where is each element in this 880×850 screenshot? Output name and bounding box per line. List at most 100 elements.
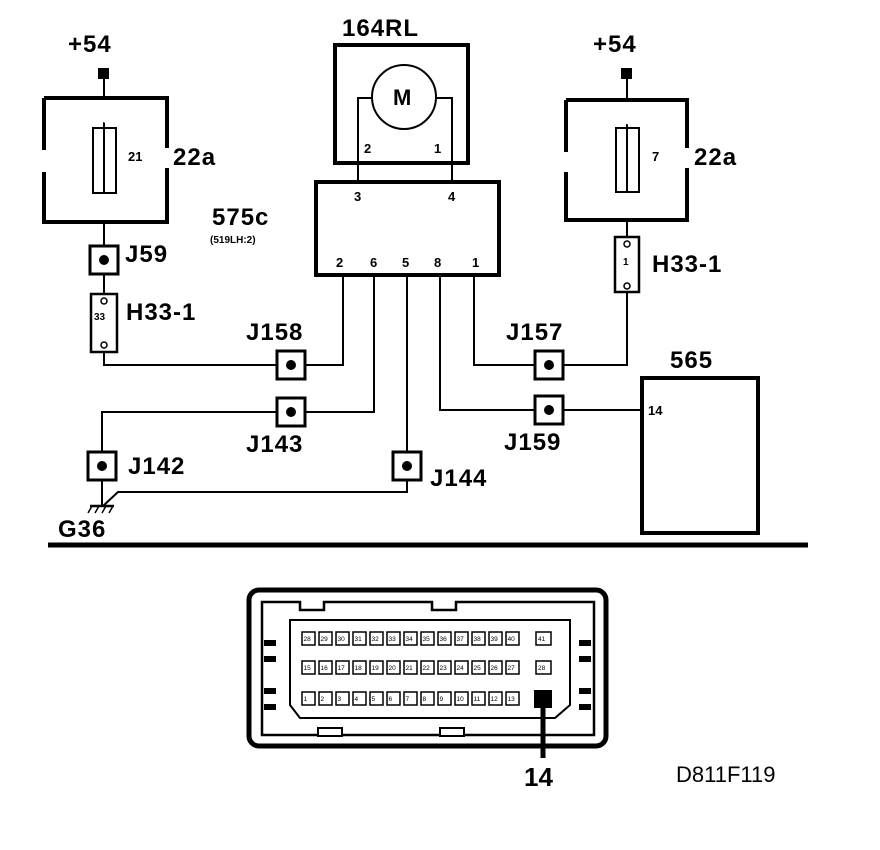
splice-j142-label: J142 bbox=[128, 453, 185, 480]
wire-pin2-j158 bbox=[305, 275, 344, 366]
connector-pin-cavity bbox=[335, 631, 350, 646]
fuse-right-number: 7 bbox=[652, 149, 659, 164]
connector-pin-cavity bbox=[535, 631, 552, 646]
connector-pin-label: 8 bbox=[423, 696, 427, 703]
ground-g36: G36 bbox=[58, 480, 114, 543]
connector-pin-cavity bbox=[420, 691, 435, 706]
wire-h33-j158 bbox=[103, 352, 277, 366]
connector-pin-label: 24 bbox=[457, 665, 465, 672]
motor-164rl-label: 164RL bbox=[342, 15, 419, 42]
control-unit-label: 575c bbox=[212, 204, 269, 231]
connector-pin-label: 28 bbox=[538, 665, 546, 672]
connector-pin-cavity bbox=[454, 631, 469, 646]
connector-pin-cavity bbox=[386, 691, 401, 706]
connector-pin-14-highlight bbox=[534, 690, 552, 708]
connector-pin-cavity bbox=[488, 631, 503, 646]
connector-pin-label: 26 bbox=[491, 665, 499, 672]
connector-pin-field bbox=[289, 619, 571, 719]
fuse-box-right-label: 22a bbox=[694, 144, 737, 171]
connector-pin-label: 10 bbox=[457, 696, 465, 703]
connector-pin-cavity bbox=[471, 631, 486, 646]
connector-inner-outline bbox=[260, 600, 596, 737]
connector-pin-cavity bbox=[318, 631, 333, 646]
connector-pin-label: 40 bbox=[508, 636, 516, 643]
supply-terminal-left bbox=[98, 68, 109, 79]
motor-pin-2: 2 bbox=[364, 141, 371, 156]
connector-pin-label: 34 bbox=[406, 636, 414, 643]
splice-j143 bbox=[275, 396, 307, 428]
connector-pin-label: 30 bbox=[338, 636, 346, 643]
splice-j157-label: J157 bbox=[506, 319, 563, 346]
connector-pin-label: 37 bbox=[457, 636, 465, 643]
connector-pin-label: 23 bbox=[440, 665, 448, 672]
module-565-box bbox=[640, 376, 760, 535]
connector-pin-label: 27 bbox=[508, 665, 516, 672]
connector-pin-cavity bbox=[318, 691, 333, 706]
connector-pin-cavity bbox=[420, 631, 435, 646]
ecu-pin-label: 6 bbox=[370, 255, 377, 270]
splice-j157 bbox=[533, 349, 565, 381]
connector-pin-label: 3 bbox=[338, 696, 342, 703]
connector-pin-cavity bbox=[505, 660, 520, 675]
connector-pin-cavity bbox=[318, 660, 333, 675]
connector-pin-label: 9 bbox=[440, 696, 444, 703]
connector-pin-label: 28 bbox=[304, 636, 312, 643]
connector-pin-label: 31 bbox=[355, 636, 363, 643]
motor-wire-1 bbox=[436, 97, 453, 182]
module-565-label: 565 bbox=[670, 347, 713, 374]
ecu-wiring bbox=[101, 275, 642, 507]
supply-terminal-right bbox=[621, 68, 632, 79]
connector-pin-label: 6 bbox=[389, 696, 393, 703]
connector-pin-cavity bbox=[454, 691, 469, 706]
connector-pin-label: 41 bbox=[538, 636, 546, 643]
connector-pin-cavity bbox=[352, 631, 367, 646]
splice-j158-label: J158 bbox=[246, 319, 303, 346]
connector-pin-label: 32 bbox=[372, 636, 380, 643]
wire-j143-j142 bbox=[101, 411, 277, 452]
ecu-pin-label: 8 bbox=[434, 255, 441, 270]
connector-pin-label: 15 bbox=[304, 665, 312, 672]
connector-pin-label: 7 bbox=[406, 696, 410, 703]
ecu-pin-3: 3 bbox=[354, 189, 361, 204]
connector-h33-left-label: H33-1 bbox=[126, 299, 196, 326]
splice-j143-label: J143 bbox=[246, 431, 303, 458]
ecu-pin-label: 5 bbox=[402, 255, 409, 270]
connector-pin-cavity bbox=[386, 631, 401, 646]
connector-pin-label: 12 bbox=[491, 696, 499, 703]
wire-pin6-j143 bbox=[305, 275, 375, 413]
connector-pin-label: 20 bbox=[389, 665, 397, 672]
connector-pin-cavity bbox=[471, 691, 486, 706]
connector-pin-label: 33 bbox=[389, 636, 397, 643]
connector-pin-label: 16 bbox=[321, 665, 329, 672]
connector-pin-cavity bbox=[505, 691, 520, 706]
fuse-left-number: 21 bbox=[128, 149, 142, 164]
motor-wire-2 bbox=[357, 97, 372, 182]
connector-pin-cavity bbox=[301, 660, 316, 675]
connector-pin-cavity bbox=[301, 631, 316, 646]
connector-pin-label: 1 bbox=[304, 696, 308, 703]
connector-h33-right-label: H33-1 bbox=[652, 251, 722, 278]
connector-pin-cavity bbox=[369, 691, 384, 706]
control-unit-box bbox=[314, 180, 501, 277]
connector-pin-label: 22 bbox=[423, 665, 431, 672]
connector-pin-cavity bbox=[535, 660, 552, 675]
connector-pin-label: 2 bbox=[321, 696, 325, 703]
right-supply-branch: +54 7 22a 1 H33-1 bbox=[564, 31, 737, 294]
connector-pin-label: 17 bbox=[338, 665, 346, 672]
connector-pin-cavity bbox=[420, 660, 435, 675]
connector-pin-cavity bbox=[335, 691, 350, 706]
control-unit-575c: 3 4 575c (519LH:2) 2 6 5 8 1 bbox=[210, 180, 501, 277]
connector-pin-label: 39 bbox=[491, 636, 499, 643]
connector-pin-cavity bbox=[437, 691, 452, 706]
fuse-box-left bbox=[42, 96, 169, 224]
connector-pin-label: 21 bbox=[406, 665, 414, 672]
supply-label-left: +54 bbox=[68, 31, 112, 58]
connector-pin-cavity bbox=[301, 691, 316, 706]
connector-pin-cavity bbox=[454, 660, 469, 675]
connector-pin-label: 5 bbox=[372, 696, 376, 703]
control-unit-note: (519LH:2) bbox=[210, 235, 256, 246]
connector-h33-left-pin: 33 bbox=[94, 312, 106, 323]
connector-pin-cavity bbox=[403, 660, 418, 675]
connector-pin-label: 29 bbox=[321, 636, 329, 643]
